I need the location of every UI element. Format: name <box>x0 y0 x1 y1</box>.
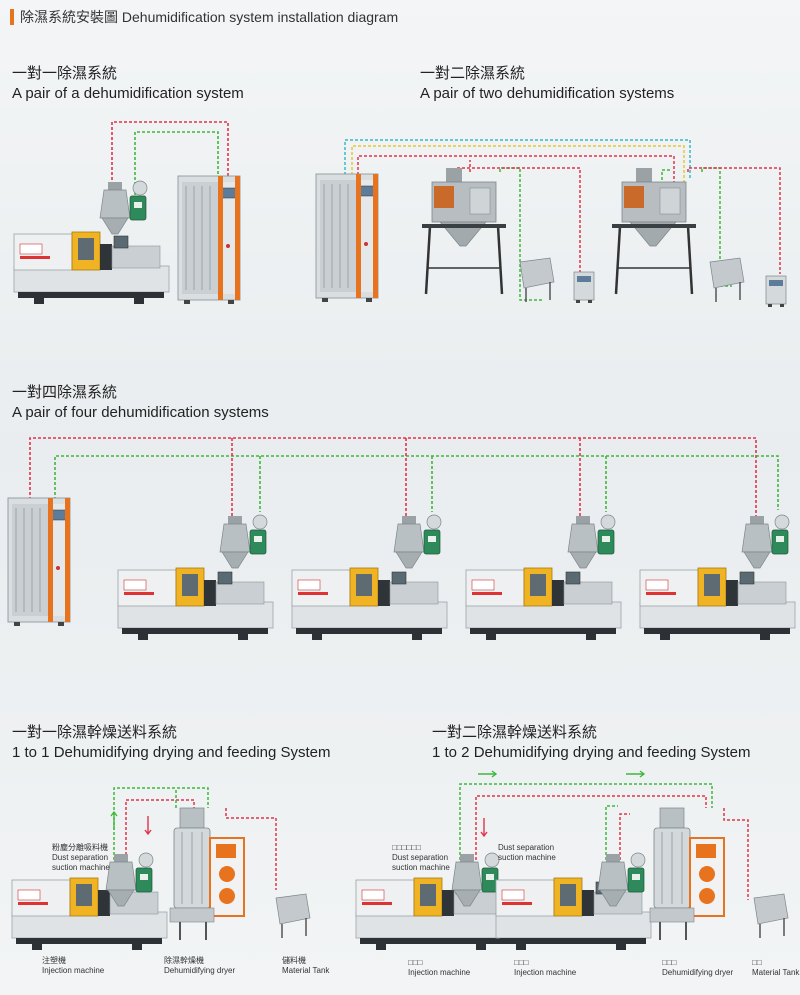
section-5-title-zh: 一對二除濕幹燥送料系統 <box>432 724 598 741</box>
material-tank-label: 儲料機 Material Tank <box>282 956 329 976</box>
section-1-pipes <box>111 121 229 200</box>
injection-label-zh: □□□ <box>514 958 529 967</box>
material-tank <box>275 893 311 939</box>
section-2-pipes <box>344 139 781 301</box>
section-4-title-zh: 一對一除濕幹燥送料系統 <box>12 724 178 741</box>
section-5-pipes <box>459 783 749 900</box>
tank-label-en: Material Tank <box>282 966 330 975</box>
dust-separation-label-en-2: suction machine <box>392 863 450 872</box>
section-3-title-en: A pair of four dehumidification systems <box>12 404 269 421</box>
hopper-dryer <box>567 514 616 569</box>
auto-loader <box>765 275 787 308</box>
tank-label-zh: 儲料機 <box>282 956 306 965</box>
section-4-title-en: 1 to 1 Dehumidifying drying and feeding … <box>12 744 331 761</box>
dust-separation-label-zh: 粉塵分離吸料機 <box>52 843 108 852</box>
dehumidifying-dryer <box>169 807 245 941</box>
dust-separation-label-en-1: Dust separation <box>392 853 449 862</box>
hopper-on-stand <box>420 166 508 296</box>
section-5-title-en: 1 to 2 Dehumidifying drying and feeding … <box>432 744 751 761</box>
dehumidifying-dryer-label: 除濕幹燥機 Dehumidifying dryer <box>164 956 235 976</box>
injection-machine-label: □□□ Injection machine <box>514 958 576 978</box>
dehumidifier-cabinet <box>177 175 241 305</box>
dryer-label-en: Dehumidifying dryer <box>164 966 236 975</box>
section-1-title-en: A pair of a dehumidification system <box>12 85 244 102</box>
dust-separation-label: 粉塵分離吸料機 Dust separation suction machine <box>52 843 110 873</box>
hopper-dryer <box>741 514 790 569</box>
injection-label-en: Injection machine <box>42 966 105 975</box>
dryer-label-en: Dehumidifying dryer <box>662 968 734 977</box>
page-title: 除濕系統安裝圖 Dehumidification system installa… <box>20 9 399 25</box>
material-tank-label: □□ Material Tank <box>752 958 799 978</box>
dust-separation-label: Dust separation suction machine <box>498 843 556 863</box>
injection-label-en: Injection machine <box>514 968 577 977</box>
dehumidifier-cabinet <box>7 497 71 627</box>
flow-arrows <box>110 770 646 838</box>
material-bin <box>709 257 745 303</box>
dust-separation-label-zh: □□□□□□ <box>392 843 421 852</box>
section-1-title-zh: 一對一除濕系統 <box>12 65 118 82</box>
section-4-title: 一對一除濕幹燥送料系統 1 to 1 Dehumidifying drying … <box>12 723 331 763</box>
hopper-dryer <box>99 180 148 235</box>
dust-separation-label-en-2: suction machine <box>498 853 556 862</box>
dust-separation-label: □□□□□□ Dust separation suction machine <box>392 843 450 873</box>
dehumidifier-cabinet <box>315 173 379 303</box>
injection-machine-label: 注塑機 Injection machine <box>42 956 104 976</box>
hopper-dryer <box>219 514 268 569</box>
hopper-on-stand <box>610 166 698 296</box>
dust-separation-label-en-1: Dust separation <box>52 853 109 862</box>
tank-label-en: Material Tank <box>752 968 800 977</box>
injection-label-zh: 注塑機 <box>42 956 66 965</box>
material-bin <box>519 257 555 303</box>
section-1-title: 一對一除濕系統 A pair of a dehumidification sys… <box>12 64 244 104</box>
section-3-title: 一對四除濕系統 A pair of four dehumidification … <box>12 383 269 423</box>
section-2-title-zh: 一對二除濕系統 <box>420 65 526 82</box>
injection-machine-label: □□□ Injection machine <box>408 958 470 978</box>
diagram-header: 除濕系統安裝圖 Dehumidification system installa… <box>10 7 398 27</box>
section-3-title-zh: 一對四除濕系統 <box>12 384 118 401</box>
injection-machine <box>117 567 274 641</box>
injection-machine <box>465 567 622 641</box>
section-2-title: 一對二除濕系統 A pair of two dehumidification s… <box>420 64 674 104</box>
injection-machine <box>639 567 796 641</box>
hopper-dryer <box>393 514 442 569</box>
section-3-pipes <box>29 437 779 528</box>
dryer-label-zh: 除濕幹燥機 <box>164 956 204 965</box>
section-2-title-en: A pair of two dehumidification systems <box>420 85 675 102</box>
dehumidifying-dryer <box>649 807 725 941</box>
section-5-title: 一對二除濕幹燥送料系統 1 to 2 Dehumidifying drying … <box>432 723 751 763</box>
dust-separation-label-en-1: Dust separation <box>498 843 555 852</box>
header-accent-bar <box>10 9 14 25</box>
dehumidifying-dryer-label: □□□ Dehumidifying dryer <box>662 958 733 978</box>
injection-label-en: Injection machine <box>408 968 471 977</box>
auto-loader <box>573 271 595 304</box>
injection-machine <box>291 567 448 641</box>
injection-label-zh: □□□ <box>408 958 423 967</box>
dust-separation-label-en-2: suction machine <box>52 863 110 872</box>
dryer-label-zh: □□□ <box>662 958 677 967</box>
injection-machine <box>13 231 170 305</box>
material-tank <box>753 893 789 939</box>
tank-label-zh: □□ <box>752 958 762 967</box>
